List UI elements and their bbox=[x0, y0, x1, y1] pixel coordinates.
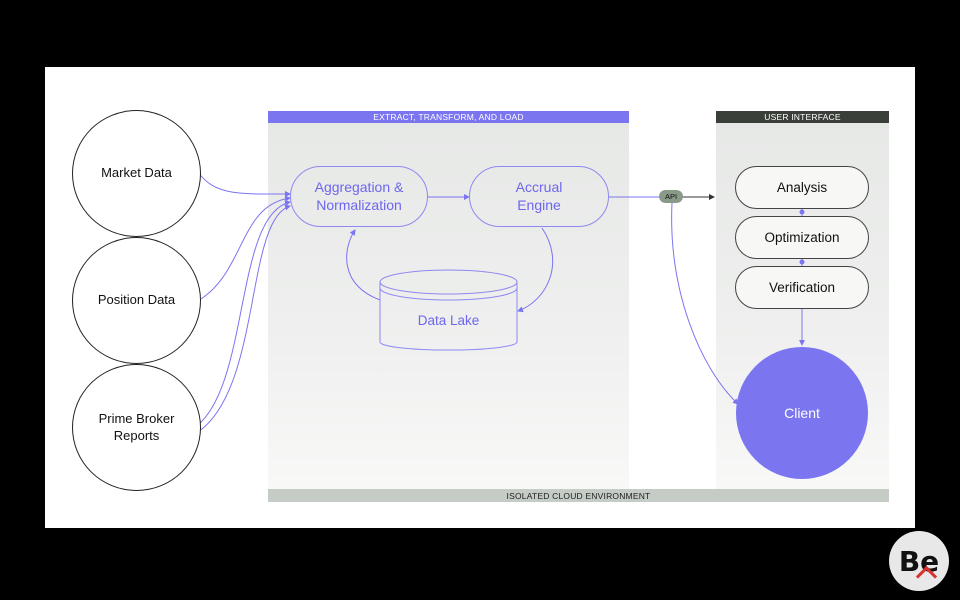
accrual-to-datalake-connector bbox=[517, 227, 554, 313]
logo-text: Be bbox=[898, 544, 940, 578]
api-to-client-connector bbox=[671, 202, 739, 405]
source-label: Prime Broker Reports bbox=[98, 411, 175, 443]
aggregation-normalization-node: Aggregation & Normalization bbox=[290, 166, 428, 227]
etl-section-title: EXTRACT, TRANSFORM, AND LOAD bbox=[268, 111, 629, 123]
source-label: Position Data bbox=[97, 292, 176, 308]
ui-item-label: Analysis bbox=[776, 180, 828, 195]
datalake-cylinder bbox=[379, 269, 518, 351]
source-market-data: Market Data bbox=[72, 110, 201, 237]
ui-item-label: Optimization bbox=[764, 230, 840, 245]
analysis-optimization-dot bbox=[799, 209, 805, 215]
ui-item-optimization: Optimization bbox=[735, 216, 869, 259]
datalake-to-aggregation-connector bbox=[346, 229, 381, 301]
position-data-connector bbox=[200, 195, 291, 300]
ui-item-analysis: Analysis bbox=[735, 166, 869, 209]
source-position-data: Position Data bbox=[72, 237, 201, 364]
behance-logo: Be bbox=[889, 531, 949, 591]
user-interface-section-title: USER INTERFACE bbox=[716, 111, 889, 123]
datalake-label: Data Lake bbox=[417, 313, 480, 328]
ui-item-label: Verification bbox=[768, 280, 836, 295]
client-label: Client bbox=[784, 405, 820, 421]
client-node: Client bbox=[736, 347, 868, 479]
ui-item-verification: Verification bbox=[735, 266, 869, 309]
prime-broker-connector-2 bbox=[197, 204, 291, 433]
accrual-engine-node: Accrual Engine bbox=[469, 166, 609, 227]
prime-broker-connector bbox=[197, 200, 291, 426]
api-badge: API bbox=[659, 190, 683, 203]
source-label: Market Data bbox=[101, 165, 172, 181]
node-label: Aggregation & Normalization bbox=[314, 179, 404, 213]
optimization-verification-dot bbox=[799, 259, 805, 265]
environment-section-title: ISOLATED CLOUD ENVIRONMENT bbox=[268, 489, 889, 502]
source-prime-broker-reports: Prime Broker Reports bbox=[72, 364, 201, 491]
etl-panel bbox=[268, 111, 629, 502]
node-label: Accrual Engine bbox=[515, 179, 563, 213]
market-data-connector bbox=[197, 171, 291, 198]
